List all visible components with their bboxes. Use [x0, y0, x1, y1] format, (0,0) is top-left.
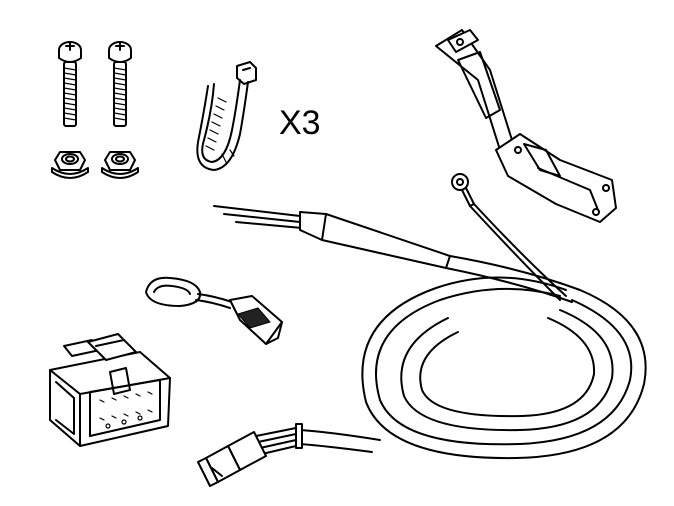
wiring-harness-icon [197, 173, 647, 487]
nut-icon [101, 151, 139, 179]
sensor-icon [145, 276, 283, 345]
connector-block-icon [49, 333, 171, 447]
cable-tie-icon [196, 61, 257, 171]
screw-icon [108, 41, 132, 127]
bracket-icon [435, 29, 617, 223]
cable-tie-quantity-label: X3 [279, 104, 321, 142]
nut-icon [51, 151, 89, 179]
screw-icon [58, 41, 82, 127]
